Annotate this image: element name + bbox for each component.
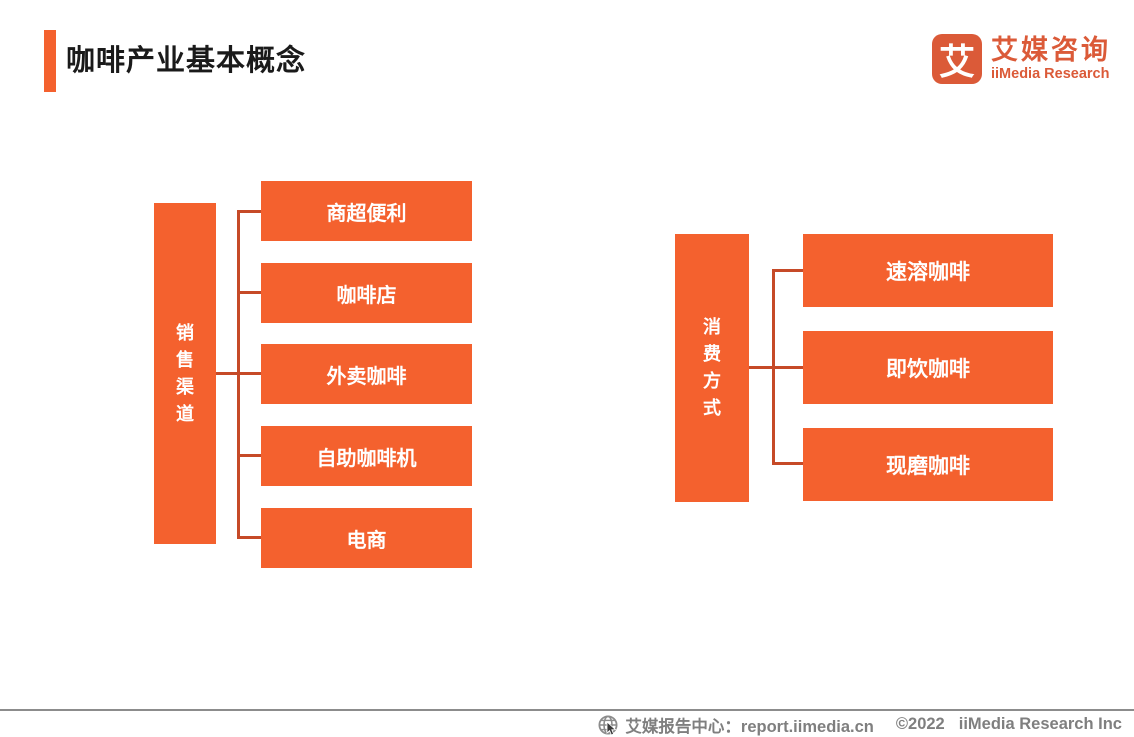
brand-logo: 艾 艾媒咨询 iiMedia Research xyxy=(932,34,1111,84)
connector-stub xyxy=(775,366,803,369)
sales-channel-item: 咖啡店 xyxy=(261,263,472,323)
globe-icon xyxy=(597,714,619,736)
sales-channel-item: 商超便利 xyxy=(261,181,472,241)
consumption-method-item: 现磨咖啡 xyxy=(803,428,1053,501)
connector-stub xyxy=(775,269,803,272)
sales-channel-item: 自助咖啡机 xyxy=(261,426,472,486)
connector-spine xyxy=(237,210,240,539)
sales-channels-label: 销售渠道 xyxy=(176,322,194,424)
footer: 艾媒报告中心：report.iimedia.cn ©2022 iiMedia R… xyxy=(597,712,1122,737)
title-accent-bar xyxy=(44,30,56,92)
consumption-methods-root-box: 消费方式 xyxy=(675,234,749,502)
consumption-method-item: 即饮咖啡 xyxy=(803,331,1053,404)
connector-line xyxy=(749,366,775,369)
connector-line xyxy=(216,372,240,375)
sales-channel-item: 电商 xyxy=(261,508,472,568)
mouse-cursor-icon xyxy=(606,721,618,736)
connector-stub xyxy=(240,536,261,539)
footer-copyright: ©2022 xyxy=(895,715,945,733)
footer-source: 艾媒报告中心：report.iimedia.cn xyxy=(625,717,874,736)
connector-stub xyxy=(240,454,261,457)
consumption-method-item: 速溶咖啡 xyxy=(803,234,1053,307)
footer-divider xyxy=(0,709,1134,711)
logo-name-en: iiMedia Research xyxy=(991,66,1110,82)
page-title: 咖啡产业基本概念 xyxy=(66,45,307,77)
connector-stub xyxy=(240,291,261,294)
logo-name-cn: 艾媒咨询 xyxy=(991,35,1111,65)
connector-stub xyxy=(775,462,803,465)
footer-company: iiMedia Research Inc xyxy=(958,715,1122,733)
connector-spine xyxy=(772,269,775,465)
connector-stub xyxy=(240,372,261,375)
sales-channel-item: 外卖咖啡 xyxy=(261,344,472,404)
logo-text: 艾媒咨询 iiMedia Research xyxy=(991,35,1111,83)
connector-stub xyxy=(240,210,261,213)
logo-glyph: 艾 xyxy=(938,41,975,82)
sales-channels-root-box: 销售渠道 xyxy=(154,203,216,544)
logo-icon: 艾 xyxy=(932,34,982,84)
consumption-methods-label: 消费方式 xyxy=(703,317,721,418)
